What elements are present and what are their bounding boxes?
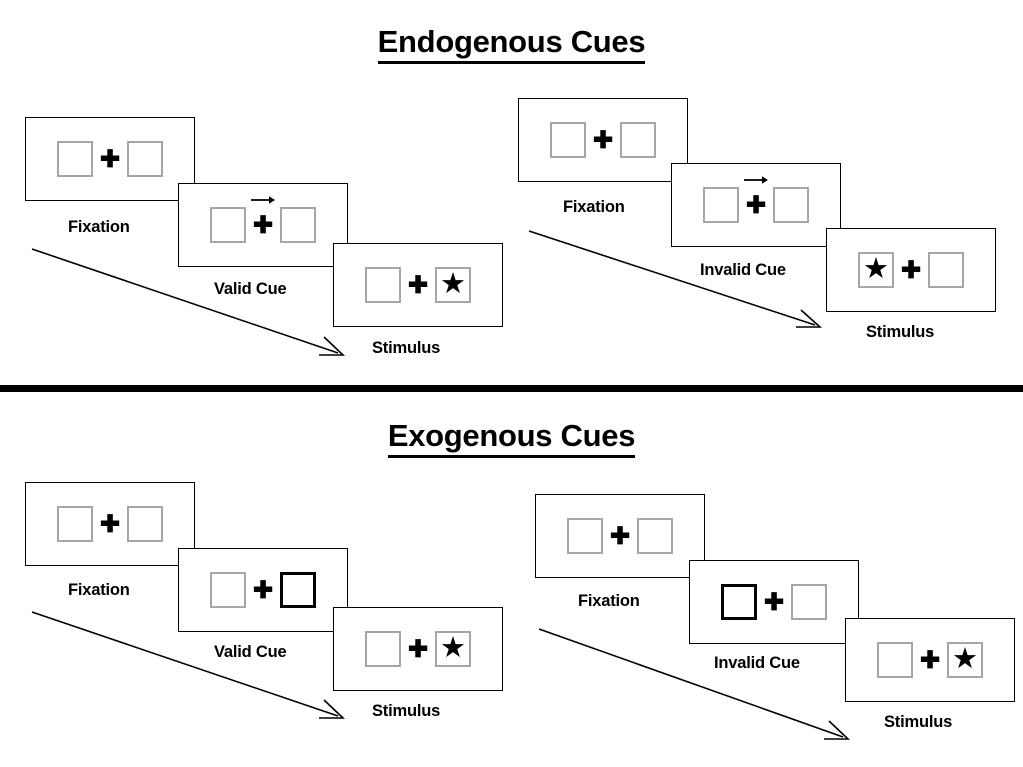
frame-content: ✚ xyxy=(57,141,163,177)
right-box xyxy=(620,122,656,158)
fixation-cross-icon: ✚ xyxy=(407,272,429,299)
caption-endogenous-valid-fixation: Fixation xyxy=(68,218,130,236)
fixation-cross: ✚ xyxy=(93,506,127,542)
fixation-cross-icon: ✚ xyxy=(99,511,121,538)
left-box xyxy=(365,267,401,303)
frame-endogenous-valid-fixation: ✚ xyxy=(25,117,195,201)
fixation-cross: ✚ xyxy=(586,122,620,158)
frame-content: ✚ ★ xyxy=(365,267,471,303)
left-box-cued xyxy=(721,584,757,620)
caption-exogenous-valid-stimulus: Stimulus xyxy=(372,702,441,720)
right-box xyxy=(773,187,809,223)
fixation-cross: ✚ xyxy=(894,252,928,288)
left-box xyxy=(703,187,739,223)
fixation-cross-icon: ✚ xyxy=(99,146,121,173)
right-box xyxy=(637,518,673,554)
caption-exogenous-invalid-cue: Invalid Cue xyxy=(714,654,800,672)
caption-endogenous-invalid-stimulus: Stimulus xyxy=(866,323,935,341)
left-box: ★ xyxy=(858,252,894,288)
frame-exogenous-valid-cue: ✚ xyxy=(178,548,348,632)
right-box xyxy=(791,584,827,620)
frame-endogenous-valid-stimulus: ✚ ★ xyxy=(333,243,503,327)
frame-content: ✚ ★ xyxy=(877,642,983,678)
left-box xyxy=(57,141,93,177)
left-box xyxy=(210,572,246,608)
frame-endogenous-valid-cue: ✚ xyxy=(178,183,348,267)
section-title-exogenous-text: Exogenous Cues xyxy=(387,418,635,458)
section-divider xyxy=(0,385,1023,392)
right-box xyxy=(280,207,316,243)
frame-content: ✚ xyxy=(721,584,827,620)
fixation-cross: ✚ xyxy=(93,141,127,177)
caption-exogenous-valid-fixation: Fixation xyxy=(68,581,130,599)
fixation-cross-icon: ✚ xyxy=(900,257,922,284)
star-icon: ★ xyxy=(440,631,466,664)
frame-exogenous-invalid-fixation: ✚ xyxy=(535,494,705,578)
fixation-cross: ✚ xyxy=(246,196,280,243)
star-icon: ★ xyxy=(440,267,466,300)
fixation-cross-icon: ✚ xyxy=(252,577,274,604)
right-box: ★ xyxy=(435,631,471,667)
star-icon: ★ xyxy=(863,252,889,285)
fixation-cross: ✚ xyxy=(913,642,947,678)
caption-endogenous-valid-cue: Valid Cue xyxy=(214,280,287,298)
caption-exogenous-invalid-stimulus: Stimulus xyxy=(884,713,953,731)
frame-exogenous-valid-fixation: ✚ xyxy=(25,482,195,566)
left-box xyxy=(550,122,586,158)
frame-content: ✚ ★ xyxy=(365,631,471,667)
fixation-cross: ✚ xyxy=(401,631,435,667)
right-box xyxy=(928,252,964,288)
frame-endogenous-invalid-cue: ✚ xyxy=(671,163,841,247)
fixation-cross-icon: ✚ xyxy=(609,523,631,550)
frame-endogenous-invalid-stimulus: ★ ✚ xyxy=(826,228,996,312)
caption-endogenous-invalid-cue: Invalid Cue xyxy=(700,261,786,279)
fixation-cross: ✚ xyxy=(757,584,791,620)
star-icon: ★ xyxy=(952,642,978,675)
frame-exogenous-invalid-cue: ✚ xyxy=(689,560,859,644)
fixation-cross-icon: ✚ xyxy=(745,192,767,219)
caption-exogenous-invalid-fixation: Fixation xyxy=(578,592,640,610)
frame-content: ✚ xyxy=(550,122,656,158)
right-box: ★ xyxy=(947,642,983,678)
frame-content: ✚ xyxy=(210,196,316,243)
frame-exogenous-invalid-stimulus: ✚ ★ xyxy=(845,618,1015,702)
fixation-cross-icon: ✚ xyxy=(763,589,785,616)
fixation-cross-icon: ✚ xyxy=(919,647,941,674)
left-box xyxy=(877,642,913,678)
caption-exogenous-valid-cue: Valid Cue xyxy=(214,643,287,661)
right-box-cued xyxy=(280,572,316,608)
fixation-cross: ✚ xyxy=(739,176,773,223)
caption-endogenous-valid-stimulus: Stimulus xyxy=(372,339,441,357)
fixation-cross-icon: ✚ xyxy=(407,636,429,663)
right-box: ★ xyxy=(435,267,471,303)
fixation-cross: ✚ xyxy=(603,518,637,554)
frame-endogenous-invalid-fixation: ✚ xyxy=(518,98,688,182)
fixation-cross: ✚ xyxy=(246,572,280,608)
left-box xyxy=(365,631,401,667)
frame-exogenous-valid-stimulus: ✚ ★ xyxy=(333,607,503,691)
right-arrow-icon xyxy=(251,196,275,204)
left-box xyxy=(210,207,246,243)
caption-endogenous-invalid-fixation: Fixation xyxy=(563,198,625,216)
frame-content: ★ ✚ xyxy=(858,252,964,288)
right-arrow-icon xyxy=(744,176,768,184)
section-title-endogenous: Endogenous Cues xyxy=(0,24,1023,64)
section-title-exogenous: Exogenous Cues xyxy=(0,418,1023,458)
left-box xyxy=(57,506,93,542)
right-box xyxy=(127,141,163,177)
section-title-endogenous-text: Endogenous Cues xyxy=(377,24,646,64)
frame-content: ✚ xyxy=(57,506,163,542)
fixation-cross-icon: ✚ xyxy=(592,127,614,154)
frame-content: ✚ xyxy=(567,518,673,554)
frame-content: ✚ xyxy=(210,572,316,608)
fixation-cross: ✚ xyxy=(401,267,435,303)
frame-content: ✚ xyxy=(703,176,809,223)
left-box xyxy=(567,518,603,554)
fixation-cross-icon: ✚ xyxy=(252,212,274,239)
right-box xyxy=(127,506,163,542)
